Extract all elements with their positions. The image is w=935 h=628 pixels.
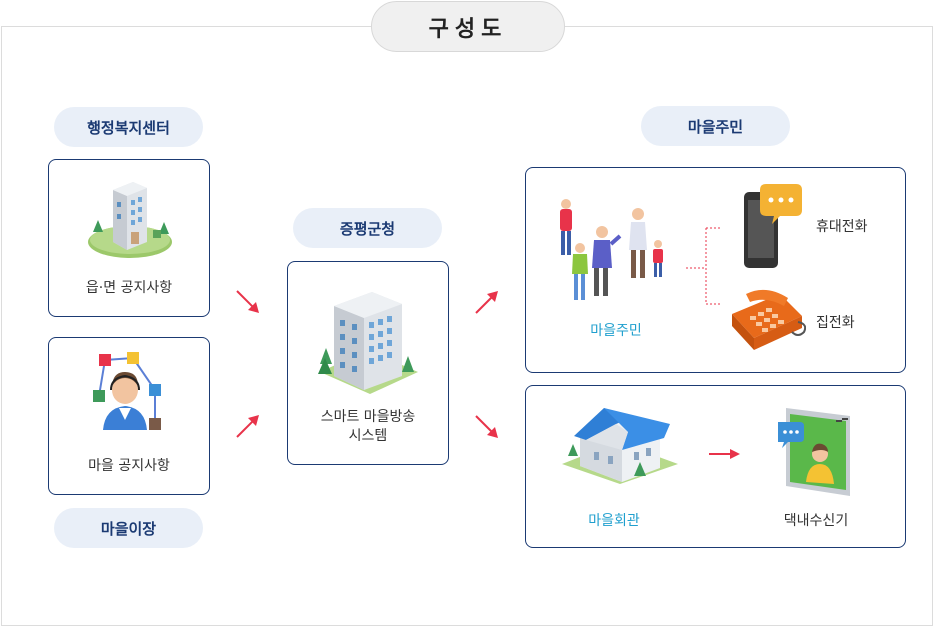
arrow-right-icon (709, 449, 740, 459)
arrow-up-right-icon (475, 291, 498, 314)
village-hall-box: 마을회관 댁내수신기 (525, 385, 906, 548)
broadcast-system-box (287, 261, 449, 465)
county-office-pill: 증평군청 (293, 208, 442, 248)
arrow-down-right-icon (236, 290, 259, 313)
village-hall-label: 마을회관 (588, 513, 640, 529)
mobile-phone-label: 휴대전화 (816, 219, 868, 235)
home-receiver-label: 댁내수신기 (783, 513, 849, 529)
admin-center-pill: 행정복지센터 (54, 107, 203, 147)
landline-phone-label: 집전화 (816, 315, 855, 331)
diagram-title: 구성도 (371, 1, 565, 52)
residents-label: 마을주민 (590, 323, 642, 339)
connector-lines (686, 227, 722, 305)
home-receiver-icon (776, 406, 856, 498)
landline-phone-icon (726, 288, 806, 354)
broadcast-system-label-line1: 스마트 마을방송 (320, 409, 416, 425)
village-head-icon (89, 350, 169, 440)
broadcast-system-label-line2: 시스템 (348, 428, 388, 444)
apartment-building-icon (316, 284, 422, 394)
arrow-down-right-icon (475, 415, 498, 438)
residents-group-icon (554, 196, 674, 306)
office-building-icon (85, 172, 175, 262)
residents-box: 휴대전화 집전화 마을주민 (525, 167, 906, 373)
village-head-pill: 마을이장 (54, 508, 203, 548)
township-notice-box (48, 159, 210, 317)
village-notice-box (48, 337, 210, 495)
residents-pill: 마을주민 (641, 106, 790, 146)
arrow-up-right-icon (236, 415, 259, 438)
village-notice-label: 마을 공지사항 (88, 458, 170, 474)
village-hall-icon (560, 402, 680, 484)
township-notice-label: 읍·면 공지사항 (85, 280, 173, 296)
mobile-phone-icon (740, 182, 804, 272)
